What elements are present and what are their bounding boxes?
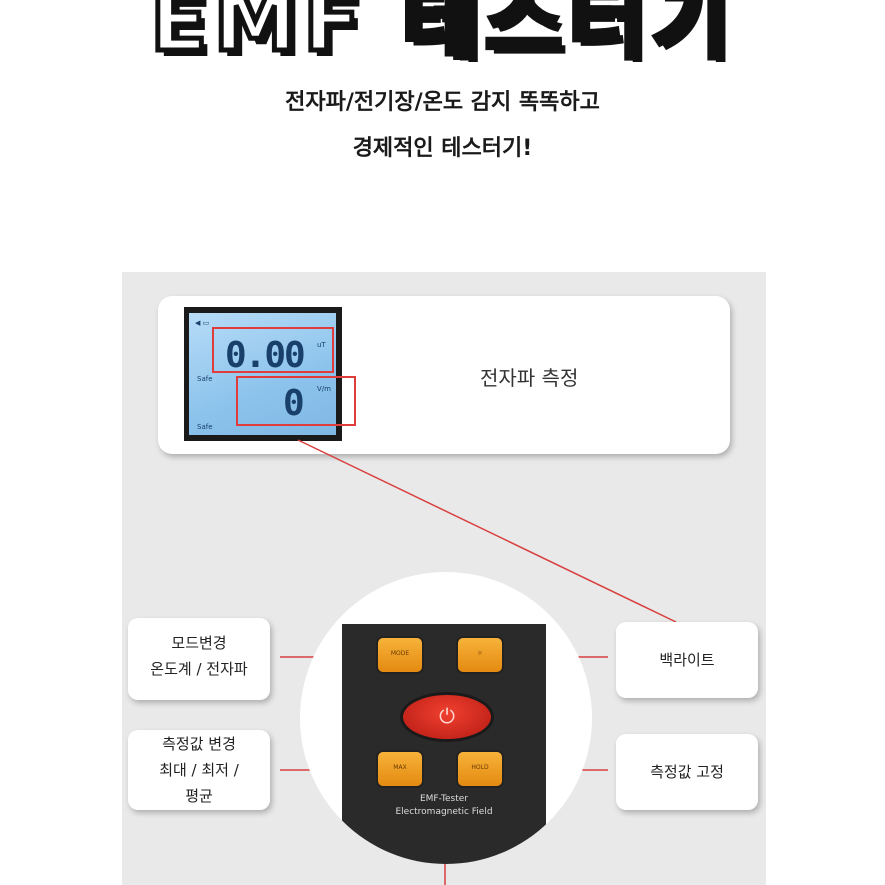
power-button[interactable]: ⏻ — [400, 692, 494, 742]
banner-title: EMF 테스터기 — [148, 0, 735, 62]
power-icon: ⏻ — [439, 704, 455, 728]
banner: EMF 테스터기 — [0, 0, 885, 62]
callout-backlight: 백라이트 — [616, 622, 758, 698]
lcd-bottom-unit: V/m — [317, 385, 331, 393]
callout-backlight-text: 백라이트 — [659, 651, 715, 669]
lcd-safe-top: Safe — [197, 375, 213, 383]
device-closeup: MODE ☼ ⏻ MAX HOLD EMF-Tester Electromagn… — [300, 572, 592, 864]
backlight-icon: ☼ — [477, 650, 483, 657]
lcd-safe-bottom: Safe — [197, 423, 213, 431]
subtitle-line-1: 전자파/전기장/온도 감지 똑똑하고 — [285, 90, 600, 115]
subtitle-line-2: 경제적인 테스터기! — [352, 136, 533, 161]
device-subtitle-label: Electromagnetic Field — [395, 807, 493, 817]
display-card-label: 전자파 측정 — [480, 366, 579, 390]
callout-mode-line1: 모드변경 — [171, 634, 227, 652]
callout-measure-line2: 최대 / 최저 / — [159, 761, 239, 779]
mode-button[interactable]: MODE — [376, 636, 424, 674]
callout-hold-text: 측정값 고정 — [650, 763, 724, 781]
highlight-box-top — [212, 327, 334, 373]
mode-button-label: MODE — [390, 650, 410, 657]
callout-mode-line2: 온도계 / 전자파 — [150, 660, 248, 678]
callout-measure-change: 측정값 변경 최대 / 최저 / 평균 — [128, 730, 270, 810]
max-button-label: MAX — [393, 764, 407, 771]
hold-button-label: HOLD — [471, 764, 489, 771]
device-body: MODE ☼ ⏻ MAX HOLD EMF-Tester Electromagn… — [342, 624, 546, 864]
line-to-backlight — [297, 439, 677, 623]
highlight-box-bottom — [236, 376, 356, 426]
lcd-top-unit: uT — [317, 341, 326, 349]
callout-measure-line1: 측정값 변경 — [162, 735, 236, 753]
callout-measure-line3: 평균 — [185, 787, 213, 805]
lcd-bottom-value: 0 — [283, 383, 305, 424]
hold-button[interactable]: HOLD — [456, 750, 504, 788]
callout-mode: 모드변경 온도계 / 전자파 — [128, 618, 270, 700]
max-button[interactable]: MAX — [376, 750, 424, 788]
lcd-top-value: 0.00 — [225, 335, 306, 376]
callout-hold: 측정값 고정 — [616, 734, 758, 810]
backlight-button[interactable]: ☼ — [456, 636, 504, 674]
lcd-indicator-icon: ◀ ▭ — [195, 319, 210, 327]
device-model-label: EMF-Tester — [419, 794, 468, 804]
